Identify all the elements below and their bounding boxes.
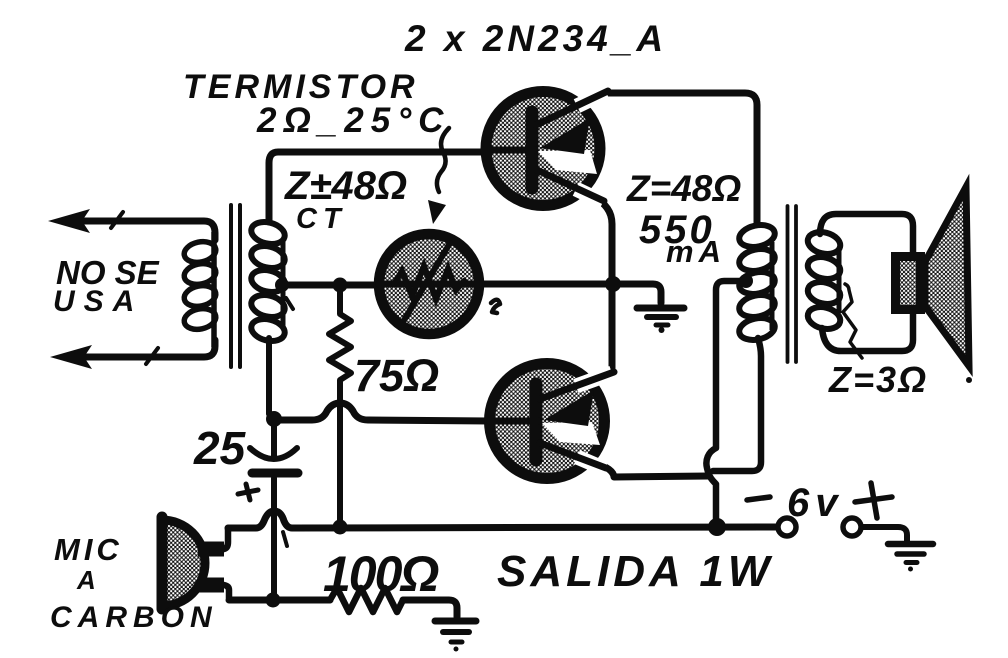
svg-text:2Ω_25°C: 2Ω_25°C <box>256 101 450 140</box>
svg-text:NO SE: NO SE <box>56 254 160 291</box>
svg-text:MIC: MIC <box>54 532 123 567</box>
svg-text:SALIDA 1W: SALIDA 1W <box>497 547 773 596</box>
svg-text:CT: CT <box>296 203 347 235</box>
svg-text:Z=48Ω: Z=48Ω <box>626 168 741 209</box>
svg-text:mA: mA <box>666 234 726 269</box>
svg-text:Z±48Ω: Z±48Ω <box>284 164 407 208</box>
svg-text:A: A <box>76 565 96 595</box>
svg-text:25: 25 <box>193 422 247 474</box>
svg-text:75Ω: 75Ω <box>354 350 439 401</box>
svg-text:100Ω: 100Ω <box>323 546 438 602</box>
svg-text:2 x 2N234_A: 2 x 2N234_A <box>404 18 667 59</box>
svg-text:6v: 6v <box>787 481 844 525</box>
svg-text:Z=3Ω: Z=3Ω <box>828 359 928 400</box>
svg-text:CARBON: CARBON <box>50 601 218 634</box>
svg-text:TERMISTOR: TERMISTOR <box>183 68 419 106</box>
svg-text:550: 550 <box>639 208 715 252</box>
svg-text:USA: USA <box>53 285 143 318</box>
